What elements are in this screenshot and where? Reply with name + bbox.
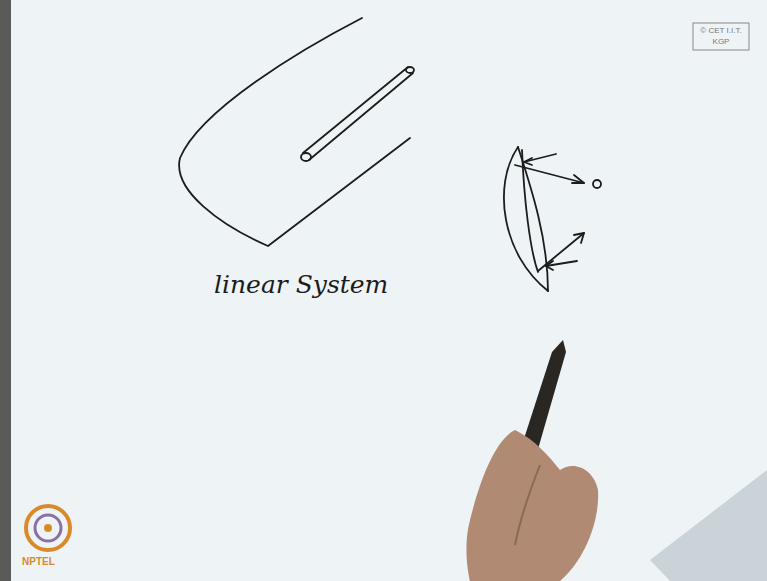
copyright-notice: © CET I.I.T. KGP (696, 25, 746, 47)
reflected-ray (515, 165, 584, 183)
arrow-head (574, 233, 584, 243)
arrow-head (546, 261, 553, 270)
hand-with-pen (466, 340, 767, 581)
incident-ray (524, 154, 556, 162)
arrow-head (572, 175, 584, 183)
tube-end (301, 153, 311, 161)
arrow-head (524, 158, 532, 165)
parabolic-trough (179, 18, 410, 246)
logo-text: NPTEL (22, 556, 55, 567)
focal-point (593, 180, 601, 188)
tube-end (406, 67, 414, 73)
copyright-box (693, 23, 749, 50)
reflected-ray (538, 233, 584, 271)
board-edge (0, 0, 11, 581)
absorber-tube (303, 67, 413, 160)
dish-chord (518, 147, 548, 291)
nptel-logo (26, 506, 70, 550)
handwritten-label: linear System (214, 270, 388, 299)
